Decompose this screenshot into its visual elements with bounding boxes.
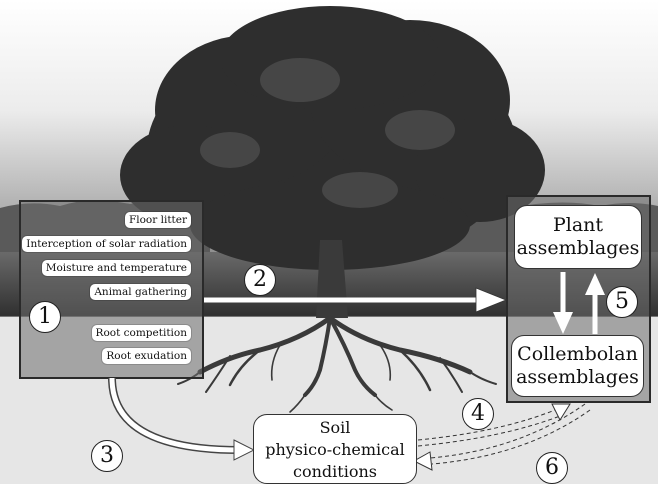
collembolan-line1: Collembolan — [517, 343, 638, 365]
number-5: 5 — [606, 286, 638, 318]
arrow-4-soil-to-collembolan — [417, 409, 561, 447]
label-solar-radiation: Interception of solar radiation — [22, 236, 191, 252]
plant-line1: Plant — [552, 214, 604, 236]
tree-roots — [177, 315, 497, 413]
canopy-highlights — [200, 58, 455, 208]
arrow-6-collembolan-to-soil — [429, 403, 591, 465]
soil-line3: conditions — [293, 462, 377, 481]
arrow-6-head — [412, 451, 433, 471]
label-moisture-temperature: Moisture and temperature — [41, 260, 191, 276]
label-floor-litter: Floor litter — [124, 212, 191, 228]
soil-line1: Soil — [319, 418, 351, 437]
label-root-competition: Root competition — [91, 325, 191, 341]
collembolan-assemblages-box: Collembolan assemblages — [511, 335, 644, 397]
plant-assemblages-box: Plant assemblages — [514, 205, 642, 269]
soil-line2: physico-chemical — [265, 440, 405, 459]
collembolan-line2: assemblages — [516, 366, 639, 388]
arrow-2 — [204, 287, 508, 313]
number-2: 2 — [244, 264, 276, 296]
number-6: 6 — [536, 452, 568, 484]
arrow-collembolan-to-plant — [585, 273, 605, 334]
arrow-4-head — [551, 403, 571, 422]
arrow-plant-to-collembolan — [553, 272, 573, 334]
number-4: 4 — [462, 398, 494, 430]
number-3: 3 — [91, 440, 123, 472]
soil-conditions-box: Soil physico-chemical conditions — [253, 414, 417, 484]
arrow-3 — [108, 377, 256, 461]
label-root-exudation: Root exudation — [102, 348, 191, 364]
number-1: 1 — [29, 301, 61, 333]
plant-line2: assemblages — [516, 237, 640, 259]
label-animal-gathering: Animal gathering — [90, 284, 191, 300]
